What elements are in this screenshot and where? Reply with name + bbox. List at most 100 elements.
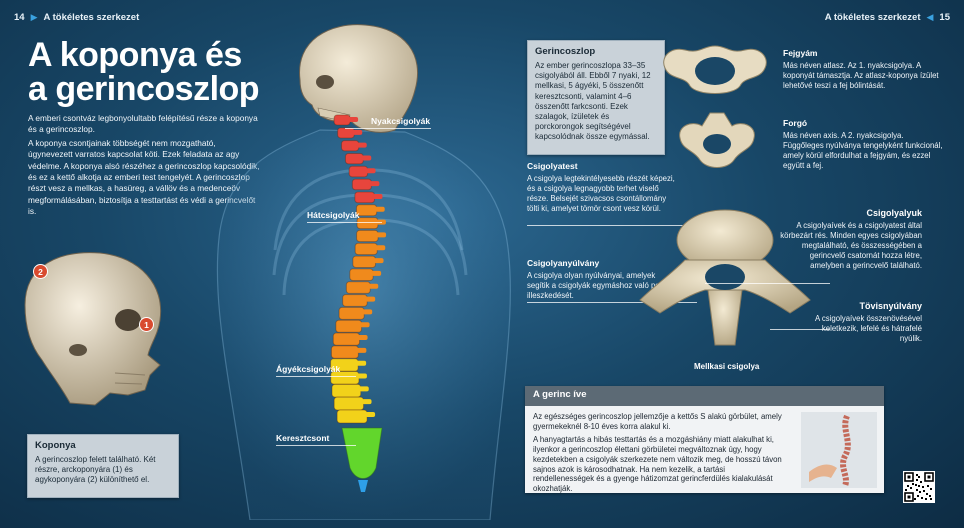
gerinc-ive-body: Az egészséges gerincoszlop jellemzője a … (525, 406, 796, 494)
vertebra-process (372, 193, 383, 199)
vertebra-process (374, 206, 385, 212)
gerinc-ive-box: A gerinc íve Az egészséges gerincoszlop … (525, 386, 884, 493)
axis-illustration (679, 112, 755, 168)
vertebra-process (356, 347, 367, 353)
page-title-line2: a gerincoszlop (28, 70, 260, 108)
csigolyatest-text: A csigolya legtekintélyesebb részét képe… (527, 174, 675, 213)
vertebra-process (356, 360, 367, 366)
vertebra (355, 204, 378, 217)
body-illustration (216, 24, 511, 520)
csigolyalyuk-title: Csigolyalyuk (866, 208, 922, 218)
page-number-left: 14 (14, 12, 25, 23)
vertebra (332, 332, 361, 346)
vertebra-process (356, 373, 367, 379)
gerincoszlop-box: Gerincoszlop Az ember gerincoszlopa 33–3… (527, 40, 665, 155)
vertebra (333, 396, 365, 411)
forgo-title: Forgó (783, 118, 808, 128)
intro-paragraph-1: A emberi csontváz legbonyolultabb felépí… (28, 113, 258, 135)
vertebra-process (365, 168, 376, 174)
vertebra (351, 178, 372, 191)
label-cervical: Nyakcsigolyák (371, 116, 431, 126)
vertebra (348, 165, 369, 178)
vertebra-process (356, 142, 367, 148)
gerincoszlop-title: Gerincoszlop (535, 46, 596, 57)
vertebra (354, 242, 378, 256)
vertebra-process (352, 129, 363, 135)
label-sacrum: Keresztcsont (276, 433, 330, 443)
vertebra (352, 255, 377, 269)
vertebra-process (361, 155, 372, 161)
skull-illustration (299, 24, 419, 133)
qr-code-icon[interactable] (903, 471, 935, 503)
badge-1: 1 (139, 317, 154, 332)
vertebra (345, 281, 371, 294)
vertebra-process (362, 309, 373, 315)
gerinc-ive-paragraph-2: A hanyagtartás a hibás testtartás és a m… (533, 434, 782, 494)
sacrum (341, 427, 383, 479)
leader-line (770, 329, 830, 330)
gerinc-ive-paragraph-1: Az egészséges gerincoszlop jellemzője a … (533, 412, 782, 431)
vertebra-process (365, 412, 376, 417)
leader-line (307, 222, 382, 223)
csigolyanyulvany-title: Csigolyanyúlvány (527, 258, 600, 268)
csigolyatest-title: Csigolyatest (527, 161, 578, 171)
vertebra (341, 140, 360, 152)
intro-paragraph-2: A koponya csontjainak többségét nem mozg… (28, 137, 260, 217)
koponya-box: Koponya A gerincoszlop felett található.… (27, 434, 179, 498)
leader-line (527, 225, 712, 226)
koponya-title: Koponya (35, 440, 76, 451)
forgo-text: Más néven axis. A 2. nyakcsigolya. Függő… (783, 131, 943, 170)
leader-line (276, 376, 356, 377)
vertebra-process (365, 296, 376, 302)
leader-line (705, 283, 830, 284)
vertebra (335, 319, 363, 333)
csigolyalyuk-text: A csigolyaívek és a csigolyatest által k… (780, 221, 922, 270)
spine-model-photo (801, 412, 877, 488)
intro-text: A emberi csontváz legbonyolultabb felépí… (28, 113, 260, 220)
tovisnyulvany-block: Tövisnyúlvány A csigolyaívek összenövésé… (800, 301, 922, 344)
page-title-line1: A koponya és (28, 36, 242, 74)
vertebra (333, 114, 351, 126)
leader-line (527, 302, 697, 303)
page-number-right: 15 (939, 12, 950, 23)
tovisnyulvany-text: A csigolyaívek összenövésével keletkezik… (814, 314, 922, 343)
vertebra-process (348, 117, 359, 122)
csigolyatest-block: Csigolyatest A csigolya legtekintélyeseb… (527, 161, 677, 214)
vertebra-process (359, 322, 370, 328)
vertebra (330, 345, 359, 359)
tovisnyulvany-title: Tövisnyúlvány (859, 301, 922, 311)
triangle-left-icon: ◀ (926, 12, 934, 22)
page-title: A koponya és a gerincoszlop (28, 36, 260, 108)
fejgyam-text: Más néven atlasz. Az 1. nyakcsigolya. A … (783, 61, 939, 90)
vertebra-process (376, 232, 387, 238)
vertebra (331, 383, 362, 398)
gerinc-ive-title: A gerinc íve (525, 386, 884, 406)
label-lumbar: Ágyékcsigolyák (276, 364, 341, 374)
csigolyanyulvany-text: A csigolya olyan nyúlványai, amelyek seg… (527, 271, 675, 300)
leader-line (345, 128, 431, 129)
running-title-left: A tökéletes szerkezet (43, 12, 140, 23)
vertebra (337, 127, 355, 139)
vertebra (349, 268, 374, 281)
side-skull-illustration (24, 252, 162, 406)
vertebra-process (369, 181, 380, 187)
vertebra-process (358, 386, 369, 392)
vertebra-process (357, 335, 368, 341)
vertebra-process (373, 258, 384, 264)
csigolyanyulvany-block: Csigolyanyúlvány A csigolya olyan nyúlvá… (527, 258, 677, 301)
label-thoracic: Hátcsigolyák (307, 210, 360, 220)
gerincoszlop-text: Az ember gerincoszlopa 33–35 csigolyából… (535, 61, 651, 142)
spine-illustration (330, 114, 387, 492)
mellkasi-label: Mellkasi csigolya (694, 362, 760, 371)
vertebra (354, 191, 376, 204)
vertebra-process (371, 270, 382, 276)
atlas-illustration (663, 45, 767, 94)
header-left: 14 ▶ A tökéletes szerkezet (14, 12, 139, 23)
csigolyalyuk-block: Csigolyalyuk A csigolyaívek és a csigoly… (780, 208, 922, 271)
koponya-text: A gerincoszlop felett található. Két rés… (35, 455, 156, 485)
coccyx (358, 480, 368, 492)
fejgyam-title: Fejgyám (783, 48, 818, 58)
vertebra (356, 217, 379, 230)
vertebra-process (375, 245, 386, 251)
vertebra (356, 229, 379, 243)
